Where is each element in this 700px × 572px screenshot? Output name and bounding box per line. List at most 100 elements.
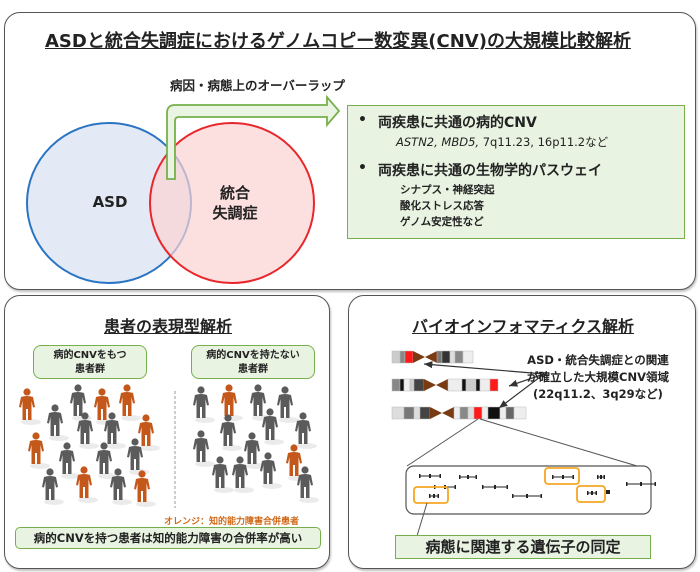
pointer-arrow	[508, 373, 545, 387]
gene-region-box	[405, 465, 652, 515]
venn-scz-circle	[149, 122, 315, 284]
chromosome-band	[479, 378, 491, 392]
chromosome-band	[459, 406, 469, 420]
shared-cnv-heading: 両疾患に共通の病的CNV	[378, 115, 537, 131]
person-icon-affected	[19, 388, 41, 425]
shared-cnv-genes: ASTN2, MBD5,	[396, 135, 480, 149]
chromosome-band	[449, 350, 456, 364]
person-icon-affected	[76, 466, 98, 503]
chromosome-band	[399, 350, 406, 364]
overlap-arrow	[166, 94, 341, 180]
patient-figures	[19, 384, 319, 508]
person-icon	[193, 430, 215, 467]
person-icon	[297, 466, 319, 503]
person-icon	[220, 414, 242, 451]
centromere	[413, 351, 425, 363]
centromere	[430, 407, 442, 419]
candidate-gene-highlight	[544, 467, 580, 485]
overlap-label: 病因・病態上のオーバーラップ	[170, 78, 345, 93]
zoom-line	[406, 418, 479, 467]
main-title: ASDと統合失調症におけるゲノムコピー数変異(CNV)の大規模比較解析	[45, 31, 631, 52]
gene-mark	[512, 494, 542, 498]
person-icon	[260, 452, 282, 489]
venn-scz-label: 統合 失調症	[205, 183, 265, 223]
person-icon	[262, 408, 284, 445]
chromosome-band	[467, 406, 475, 420]
chromosome-band	[419, 406, 431, 420]
gene-identification-box: 病態に関連する遺伝子の同定	[395, 535, 651, 559]
pointer-arrow	[498, 373, 545, 409]
cnv-region-line3: (22q11.2、3q29など)	[533, 387, 663, 401]
person-icon-affected	[134, 470, 156, 507]
group-with-line2: 患者群	[75, 364, 105, 375]
person-icon	[110, 468, 132, 505]
cnv-region-label: ASD・統合失調症との関連 が確立した大規模CNV領域 (22q11.2、3q2…	[527, 352, 669, 403]
person-icon	[295, 412, 317, 449]
bioinformatics-panel: バイオインフォマティクス解析 ASD・統合失調症との関連 が確立した大規模CNV…	[348, 295, 696, 569]
gene-mark	[606, 490, 610, 494]
chromosome-band	[436, 350, 443, 364]
centromere	[424, 379, 436, 391]
person-icon	[104, 412, 126, 449]
orange-legend: オレンジ：知的能力障害合併患者	[164, 517, 300, 527]
chromosome-band	[461, 378, 467, 392]
phenotype-conclusion: 病的CNVを持つ患者は知的能力障害の合併率が高い	[15, 527, 321, 549]
group-without-line1: 病的CNVを持たない	[206, 350, 300, 361]
person-icon	[42, 468, 64, 505]
group-without-cnv-label: 病的CNVを持たない 患者群	[191, 345, 315, 379]
callout-line	[416, 502, 428, 537]
candidate-gene-highlight	[413, 486, 449, 504]
person-icon-affected	[138, 414, 160, 451]
bullet-dot: •	[358, 160, 367, 176]
chromosome-band	[481, 406, 489, 420]
chromosome-band	[403, 406, 415, 420]
gene-mark	[552, 475, 574, 479]
person-icon	[77, 412, 99, 449]
chromosome-band	[391, 350, 401, 364]
person-icon	[193, 386, 215, 423]
pathway-item: シナプス・神経突起	[400, 184, 495, 196]
gene-mark	[597, 475, 605, 479]
chromosome-band	[453, 406, 461, 420]
phenotype-panel: 患者の表現型解析 病的CNVをもつ 患者群 病的CNVを持たない 患者群 オレン…	[4, 295, 330, 569]
chromosome-band	[513, 406, 527, 420]
shared-pathway-heading: 両疾患に共通の生物学的パスウェイ	[378, 163, 602, 179]
group-with-line1: 病的CNVをもつ	[53, 350, 127, 361]
chromosome-band	[447, 378, 463, 392]
person-icon	[127, 438, 149, 475]
chromosome-band	[441, 350, 451, 364]
gene-mark	[429, 494, 439, 498]
person-icon-affected	[28, 432, 50, 469]
chromosome-diagram	[391, 350, 656, 537]
chromosome-band	[487, 406, 501, 420]
chromosome-band	[454, 350, 464, 364]
overlap-panel: ASDと統合失調症におけるゲノムコピー数変異(CNV)の大規模比較解析 病因・病…	[4, 12, 696, 290]
venn-asd-label: ASD	[92, 193, 128, 211]
person-icon-affected	[221, 384, 243, 421]
group-with-cnv-label: 病的CNVをもつ 患者群	[33, 345, 147, 379]
chromosome-band	[409, 378, 415, 392]
gene-mark	[419, 474, 441, 478]
person-icon	[212, 456, 234, 493]
chromosome-band	[465, 378, 477, 392]
pointer-arrow	[423, 361, 545, 375]
centromere	[436, 379, 448, 391]
bullet-dot: •	[358, 112, 367, 128]
cnv-region-mark	[404, 350, 414, 364]
person-icon	[47, 404, 69, 441]
zoom-line	[479, 418, 638, 467]
shared-cnv-detail: ASTN2, MBD5, 7q11.23, 16p11.2など	[396, 134, 608, 150]
pathway-item: ゲノム安定性など	[400, 216, 484, 228]
person-icon	[59, 442, 81, 479]
venn-scz-label-line1: 統合	[219, 184, 250, 202]
person-icon	[70, 384, 92, 421]
chromosome-band	[391, 378, 401, 392]
centromere	[442, 407, 454, 419]
chromosome-band	[475, 378, 481, 392]
person-icon	[232, 456, 254, 493]
bioinformatics-title: バイオインフォマティクス解析	[411, 317, 635, 336]
cnv-region-line1: ASD・統合失調症との関連	[527, 353, 669, 367]
chromosome-band	[499, 406, 507, 420]
chromosome-band	[413, 406, 421, 420]
shared-findings-box: • 両疾患に共通の病的CNV ASTN2, MBD5, 7q11.23, 16p…	[347, 105, 685, 239]
